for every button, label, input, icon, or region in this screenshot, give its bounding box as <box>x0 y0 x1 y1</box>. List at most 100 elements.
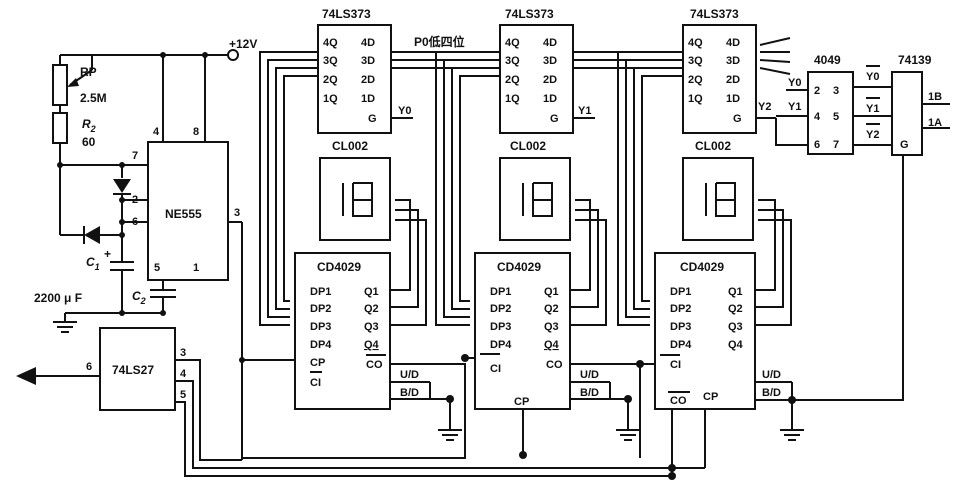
gate-pin3: 3 <box>180 347 186 359</box>
latch2-chip <box>499 24 574 134</box>
inverter-pin7: 7 <box>833 139 839 151</box>
counter3-dp3: DP3 <box>670 321 691 333</box>
bus-label: P0低四位 <box>414 34 465 49</box>
latch3-1q: 1Q <box>688 93 703 105</box>
timer-section: +12V RP 2.5M R2 60 <box>16 37 672 477</box>
c1-value: 2200 μ F <box>34 291 82 305</box>
counter1-ci: CI <box>310 377 321 389</box>
counter2-q3: Q3 <box>544 321 559 333</box>
counter1-q3: Q3 <box>364 321 379 333</box>
ne555-pin4: 4 <box>153 126 160 138</box>
counter1-dp4: DP4 <box>310 339 332 351</box>
counter3-ud: U/D <box>762 369 781 381</box>
counter1-dp3: DP3 <box>310 321 331 333</box>
decoder-74139 <box>891 71 923 156</box>
latch1-select: Y0 <box>398 105 411 117</box>
counter2-dp3: DP3 <box>490 321 511 333</box>
counter2-cp: CP <box>514 396 529 408</box>
ne555-title: NE555 <box>165 207 202 221</box>
counter3-ci: CI <box>670 359 681 371</box>
ne555-pin2: 2 <box>132 194 138 206</box>
latch3-g: G <box>733 113 742 125</box>
latch2-2q: 2Q <box>505 74 520 86</box>
latch1-4d: 4D <box>361 37 375 49</box>
digit-stage-1: 74LS373 4Q 3Q 2Q 1Q 4D 3D 2D 1D G Y0 P0低… <box>259 7 500 441</box>
counter2-bd: B/D <box>580 387 599 399</box>
counter2-q4: Q4 <box>544 339 560 351</box>
counter1-ud: U/D <box>400 369 419 381</box>
latch1-chip <box>317 24 392 134</box>
latch3-2q: 2Q <box>688 74 703 86</box>
display3-digit <box>705 182 736 217</box>
digit-stage-3: 74LS373 4Q 3Q 2Q 1Q 4D 3D 2D 1D G Y2 CL0… <box>617 7 804 441</box>
decoder-y1: Y1 <box>866 103 879 115</box>
counter1-title: CD4029 <box>317 260 361 274</box>
latch3-4q: 4Q <box>688 37 703 49</box>
latch3-4d: 4D <box>726 37 740 49</box>
latch1-3q: 3Q <box>323 55 338 67</box>
latch2-2d: 2D <box>543 74 557 86</box>
display1-digit <box>342 182 373 217</box>
counter2-dp1: DP1 <box>490 286 511 298</box>
inverter-title: 4049 <box>814 53 841 67</box>
r2-name: R2 <box>82 117 96 134</box>
output-arrow <box>16 367 36 385</box>
counter3-title: CD4029 <box>680 260 724 274</box>
decoder-y0: Y0 <box>866 71 879 83</box>
counter1-co: CO <box>366 359 383 371</box>
counter2-dp2: DP2 <box>490 303 511 315</box>
counter3-q1: Q1 <box>728 286 743 298</box>
decoder-section: 4049 2 3 4 5 6 7 Y0 Y1 74139 Y0 Y1 Y2 G … <box>775 53 950 156</box>
counter2-co: CO <box>546 359 563 371</box>
counter3-co: CO <box>670 395 687 407</box>
counter2-ci: CI <box>490 363 501 375</box>
gate-title: 74LS27 <box>112 363 154 377</box>
inverter-in-y0: Y0 <box>788 77 801 89</box>
gate-74ls27 <box>99 327 176 411</box>
inverter-pin6: 6 <box>814 139 820 151</box>
latch2-4d: 4D <box>543 37 557 49</box>
latch2-4q: 4Q <box>505 37 520 49</box>
counter2-q1: Q1 <box>544 286 559 298</box>
latch3-title: 74LS373 <box>690 7 739 21</box>
c2-name: C2 <box>132 289 146 306</box>
latch3-select: Y2 <box>758 101 771 113</box>
display3-title: CL002 <box>695 139 731 153</box>
inverter-pin4: 4 <box>814 111 821 123</box>
latch1-3d: 3D <box>361 55 375 67</box>
ne555-pin1: 1 <box>193 262 199 274</box>
counter3-q4: Q4 <box>728 339 744 351</box>
rp-name: RP <box>80 65 97 79</box>
r2-value: 60 <box>82 135 96 149</box>
supply-label: +12V <box>229 37 257 51</box>
latch1-2q: 2Q <box>323 74 338 86</box>
display2-title: CL002 <box>510 139 546 153</box>
latch2-1q: 1Q <box>505 93 520 105</box>
rp-value: 2.5M <box>80 91 107 105</box>
counter2-title: CD4029 <box>497 260 541 274</box>
gate-pin4: 4 <box>180 368 187 380</box>
ne555-pin5: 5 <box>154 262 160 274</box>
diode-charge <box>113 179 131 193</box>
inverter-in-y1: Y1 <box>788 101 801 113</box>
counter3-chip <box>654 252 756 410</box>
gate-pin5: 5 <box>180 389 186 401</box>
counter3-dp2: DP2 <box>670 303 691 315</box>
c1-polarity: + <box>104 247 111 261</box>
counter3-q3: Q3 <box>728 321 743 333</box>
counter2-q2: Q2 <box>544 303 559 315</box>
latch3-3d: 3D <box>726 55 740 67</box>
digit-stage-2: 74LS373 4Q 3Q 2Q 1Q 4D 3D 2D 1D G Y1 CL0… <box>435 7 683 441</box>
counter2-ud: U/D <box>580 369 599 381</box>
c1-name: C1 <box>86 255 100 272</box>
latch2-select: Y1 <box>578 105 591 117</box>
counter1-q4: Q4 <box>364 339 380 351</box>
counter3-q2: Q2 <box>728 303 743 315</box>
decoder-y2: Y2 <box>866 129 879 141</box>
display2-digit <box>522 182 553 217</box>
decoder-1b: 1B <box>928 91 942 103</box>
latch2-1d: 1D <box>543 93 557 105</box>
counter1-q2: Q2 <box>364 303 379 315</box>
rp-resistor <box>52 64 68 106</box>
